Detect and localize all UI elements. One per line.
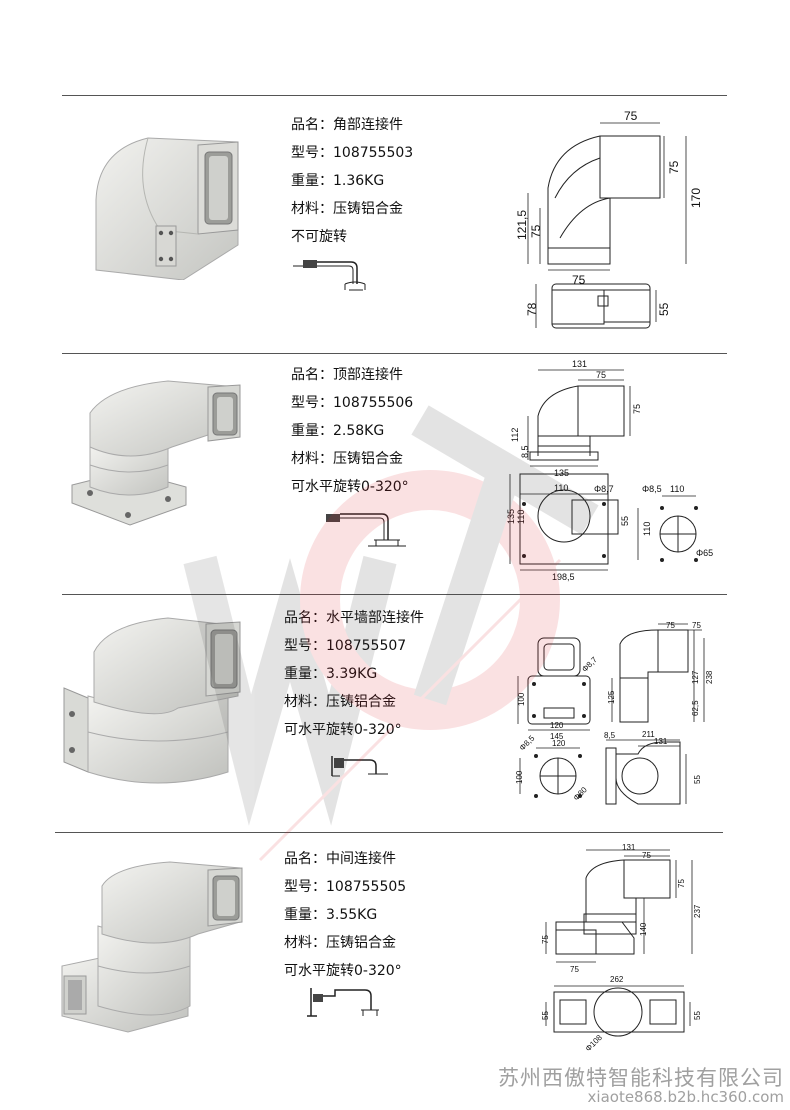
dimension-label: 238 [705, 670, 714, 684]
product-weight: 重量：2.58KG [291, 423, 385, 439]
dimension-label: 75 [642, 851, 651, 860]
product-model: 型号：108755507 [284, 638, 407, 654]
dimension-label: 75 [529, 224, 543, 238]
dimension-label: 55 [541, 1011, 550, 1020]
product-name: 品名：顶部连接件 [291, 367, 403, 383]
dimension-label: 75 [666, 621, 675, 630]
footer-company-name: 苏州西傲特智能科技有限公司 [498, 1066, 784, 1090]
wall-connector-drawing: Φ8,7 100 120 145 75 75 125 127 238 62,5 … [515, 621, 714, 805]
dimension-label: Φ8,7 [580, 655, 599, 674]
mounting-icon [326, 513, 406, 547]
corner-connector-drawing: 75 75 170 121,5 75 75 78 55 [515, 109, 703, 329]
product-rotation: 可水平旋转0-320° [284, 722, 402, 738]
dimension-label: 110 [516, 510, 526, 524]
dimension-label: 262 [610, 975, 624, 984]
dimension-label: 100 [517, 692, 526, 706]
dimension-label: 62,5 [691, 700, 700, 716]
footer-url[interactable]: xiaote868.b2b.hc360.com [587, 1088, 784, 1106]
product-rotation: 可水平旋转0-320° [284, 963, 402, 979]
dimension-label: 55 [693, 775, 702, 784]
dimension-label: 75 [572, 273, 586, 287]
spec-block: 品名：角部连接件 型号：108755503 重量：1.36KG 材料：压铸铝合金… [291, 111, 413, 251]
dimension-label: 110 [554, 483, 568, 493]
product-name: 品名：水平墙部连接件 [284, 610, 424, 626]
dimension-label: 75 [541, 935, 550, 944]
dimension-label: 55 [657, 302, 671, 316]
dimension-label: 55 [620, 516, 630, 526]
dimension-label: 125 [607, 690, 616, 704]
dimension-label: 8,5 [520, 445, 530, 458]
dimension-label: 78 [525, 302, 539, 316]
dimension-label: 135 [506, 509, 516, 524]
wall-connector-photo [63, 617, 241, 784]
dimension-label: Φ80 [572, 785, 590, 803]
dimension-label: 75 [624, 109, 638, 123]
dimension-label: 110 [670, 484, 684, 494]
section-divider [55, 832, 723, 833]
dimension-label: 100 [515, 770, 524, 784]
product-name: 品名：中间连接件 [284, 851, 396, 867]
dimension-label: 55 [693, 1011, 702, 1020]
product-weight: 重量：3.39KG [284, 666, 378, 682]
dimension-label: 75 [596, 370, 606, 380]
dimension-label: 237 [693, 904, 702, 918]
corner-connector-photo [95, 137, 239, 280]
spec-block: 品名：顶部连接件 型号：108755506 重量：2.58KG 材料：压铸铝合金… [291, 361, 413, 501]
product-material: 材料：压铸铝合金 [291, 451, 403, 467]
dimension-label: 8,5 [604, 731, 616, 740]
product-rotation: 不可旋转 [291, 229, 347, 245]
product-weight: 重量：1.36KG [291, 173, 385, 189]
product-model: 型号：108755506 [291, 395, 414, 411]
section-divider [62, 95, 727, 96]
top-connector-drawing: 131 75 75 112 8,5 135 110 Φ8,7 Φ8,5 110 … [506, 359, 713, 582]
product-weight: 重量：3.55KG [284, 907, 378, 923]
product-model: 型号：108755505 [284, 879, 407, 895]
middle-connector-drawing: 131 75 75 140 237 75 75 262 55 55 Φ108 [541, 843, 702, 1054]
dimension-label: 135 [554, 468, 569, 478]
dimension-label: 131 [622, 843, 636, 852]
product-name: 品名：角部连接件 [291, 117, 403, 133]
dimension-label: 211 [642, 730, 655, 739]
dimension-label: 121,5 [515, 210, 529, 240]
dimension-label: 131 [572, 359, 587, 369]
top-connector-photo [71, 380, 241, 526]
spec-block: 品名：水平墙部连接件 型号：108755507 重量：3.39KG 材料：压铸铝… [284, 604, 424, 744]
dimension-label: Φ8,5 [518, 733, 537, 752]
dimension-label: 75 [692, 621, 701, 630]
dimension-label: 198,5 [552, 572, 575, 582]
product-material: 材料：压铸铝合金 [284, 935, 396, 951]
spec-block: 品名：中间连接件 型号：108755505 重量：3.55KG 材料：压铸铝合金… [284, 845, 406, 985]
dimension-label: 110 [642, 522, 652, 536]
dimension-label: Φ8,7 [594, 484, 614, 494]
dimension-label: Φ8,5 [642, 484, 662, 494]
dimension-label: Φ65 [696, 548, 713, 558]
dimension-label: 120 [550, 721, 564, 730]
dimension-label: 75 [677, 879, 686, 888]
product-material: 材料：压铸铝合金 [284, 694, 396, 710]
dimension-label: 131 [654, 737, 668, 746]
dimension-label: 75 [667, 160, 681, 174]
dimension-label: 170 [689, 188, 703, 208]
dimension-label: 127 [691, 670, 700, 684]
dimension-label: 75 [632, 404, 642, 414]
mounting-icon [293, 260, 366, 291]
section-divider [62, 353, 727, 354]
product-material: 材料：压铸铝合金 [291, 201, 403, 217]
dimension-label: 75 [570, 965, 579, 974]
mounting-icon [331, 756, 388, 777]
product-rotation: 可水平旋转0-320° [291, 479, 409, 495]
middle-connector-photo [61, 861, 243, 1033]
dimension-label: 112 [510, 428, 520, 442]
dimension-label: 140 [639, 922, 648, 936]
dimension-label: 120 [552, 739, 566, 748]
section-divider [62, 594, 727, 595]
product-model: 型号：108755503 [291, 145, 414, 161]
dimension-label: Φ108 [584, 1033, 605, 1054]
mounting-icon [307, 988, 379, 1017]
dimension-label: 145 [550, 732, 564, 741]
